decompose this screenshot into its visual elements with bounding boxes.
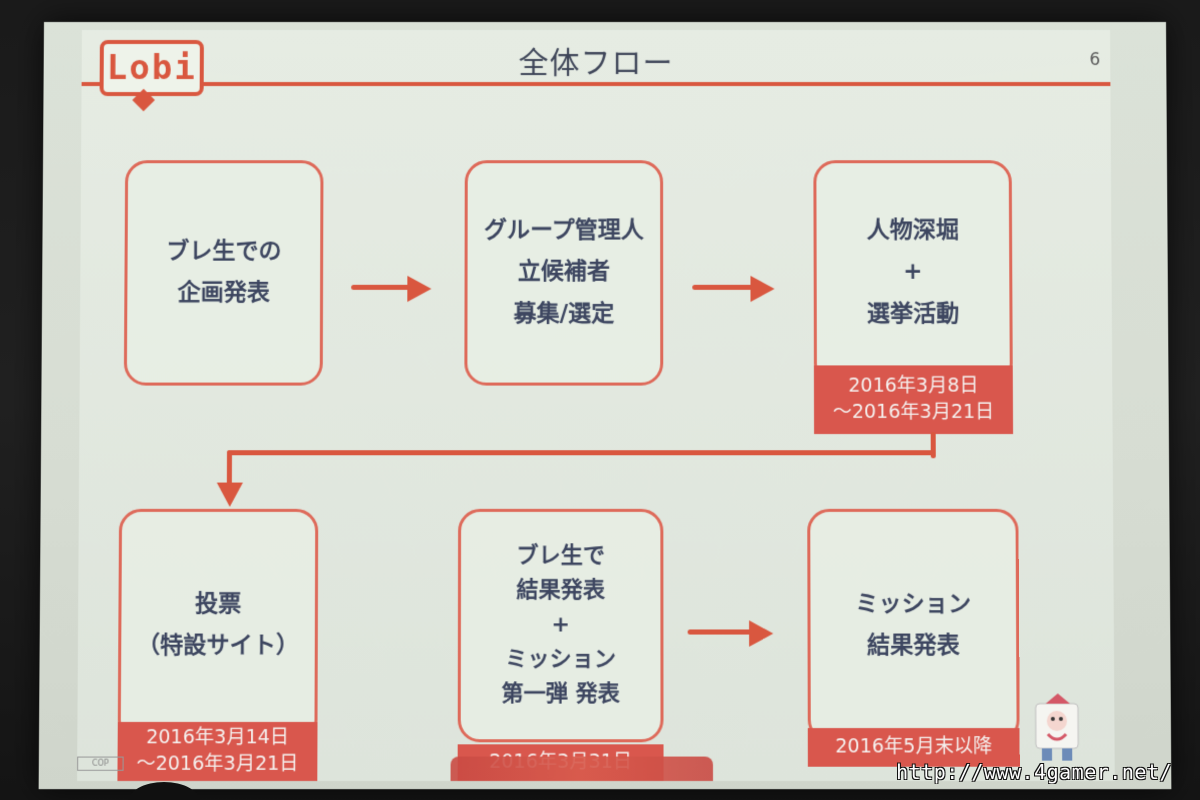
arrow-down-icon [216,482,243,507]
connector-down-left [226,450,233,485]
presentation-slide: Lobi 全体フロー 6 ブレ生での 企画発表 グループ管理人 立候補者 募集/… [77,29,1115,782]
date-tag-step-4: 2016年3月14日 〜2016年3月21日 [117,721,318,782]
flow-step-3: 人物深堀 + 選挙活動 [813,160,1013,386]
flow-step-2: グループ管理人 立候補者 募集/選定 [464,160,664,386]
flow-step-1: ブレ生での 企画発表 [123,160,324,386]
flow-step-6: ミッション 結果発表 [807,508,1020,743]
arrow-right-icon [750,275,775,302]
connector-horizontal [226,450,936,456]
audience-head-silhouette [128,782,200,800]
arrow-right-icon [407,275,432,302]
flow-step-4: 投票 （特設サイト） [117,508,319,743]
date-tag-step-3: 2016年3月8日 〜2016年3月21日 [813,365,1014,435]
site-watermark: http://www.4gamer.net/ [896,760,1172,784]
mascot-icon [1028,693,1087,761]
copyright-label: COP [77,756,124,771]
arrow-step-1-to-2 [351,284,412,290]
arrow-step-2-to-3 [692,284,755,290]
arrow-right-icon [749,620,774,647]
flow-step-5: ブレ生で 結果発表 + ミッション 第一弾 発表 [457,508,664,743]
arrow-step-5-to-6 [687,629,754,635]
slide-title: 全体フロー [518,46,674,82]
footer-logo [450,756,714,782]
page-number: 6 [1089,50,1101,71]
projector-screen: Lobi 全体フロー 6 ブレ生での 企画発表 グループ管理人 立候補者 募集/… [38,22,1172,790]
